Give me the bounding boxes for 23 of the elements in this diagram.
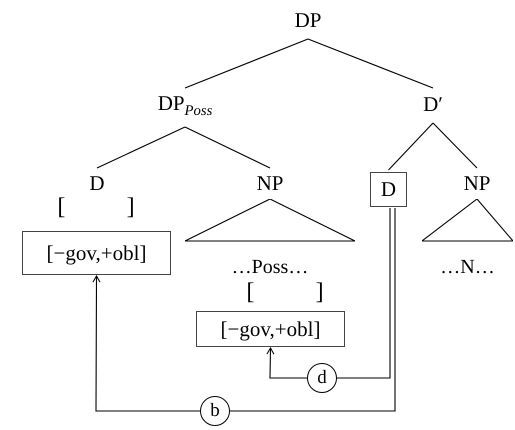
- step-circle: b: [200, 396, 230, 426]
- node-label: …N…: [440, 256, 495, 278]
- tree-branch: [184, 38, 308, 89]
- node-label: D: [89, 172, 105, 194]
- step-circle: d: [307, 363, 337, 393]
- tree-branch: [308, 38, 434, 89]
- arrow: [92, 275, 200, 412]
- boxed-feature: [−gov,+obl]: [22, 231, 171, 275]
- tree-branch: [432, 122, 478, 168]
- boxed-feature: [−gov,+obl]: [196, 311, 345, 347]
- tree-branch: [388, 122, 434, 170]
- node-label: D′: [423, 94, 443, 114]
- node-label: NP: [464, 172, 490, 194]
- node-label: DP$_{Poss}$: [158, 93, 212, 119]
- feature-bracket: [ ]: [246, 279, 324, 306]
- node-label: DP: [294, 10, 322, 30]
- node-label: NP: [256, 172, 284, 194]
- arrow: [266, 347, 307, 379]
- node-label: …Poss…: [232, 256, 308, 278]
- tree-branch: [96, 126, 186, 168]
- feature-bracket: [ ]: [57, 194, 135, 221]
- tree-branch: [184, 126, 270, 168]
- boxed-feature: D: [370, 172, 407, 207]
